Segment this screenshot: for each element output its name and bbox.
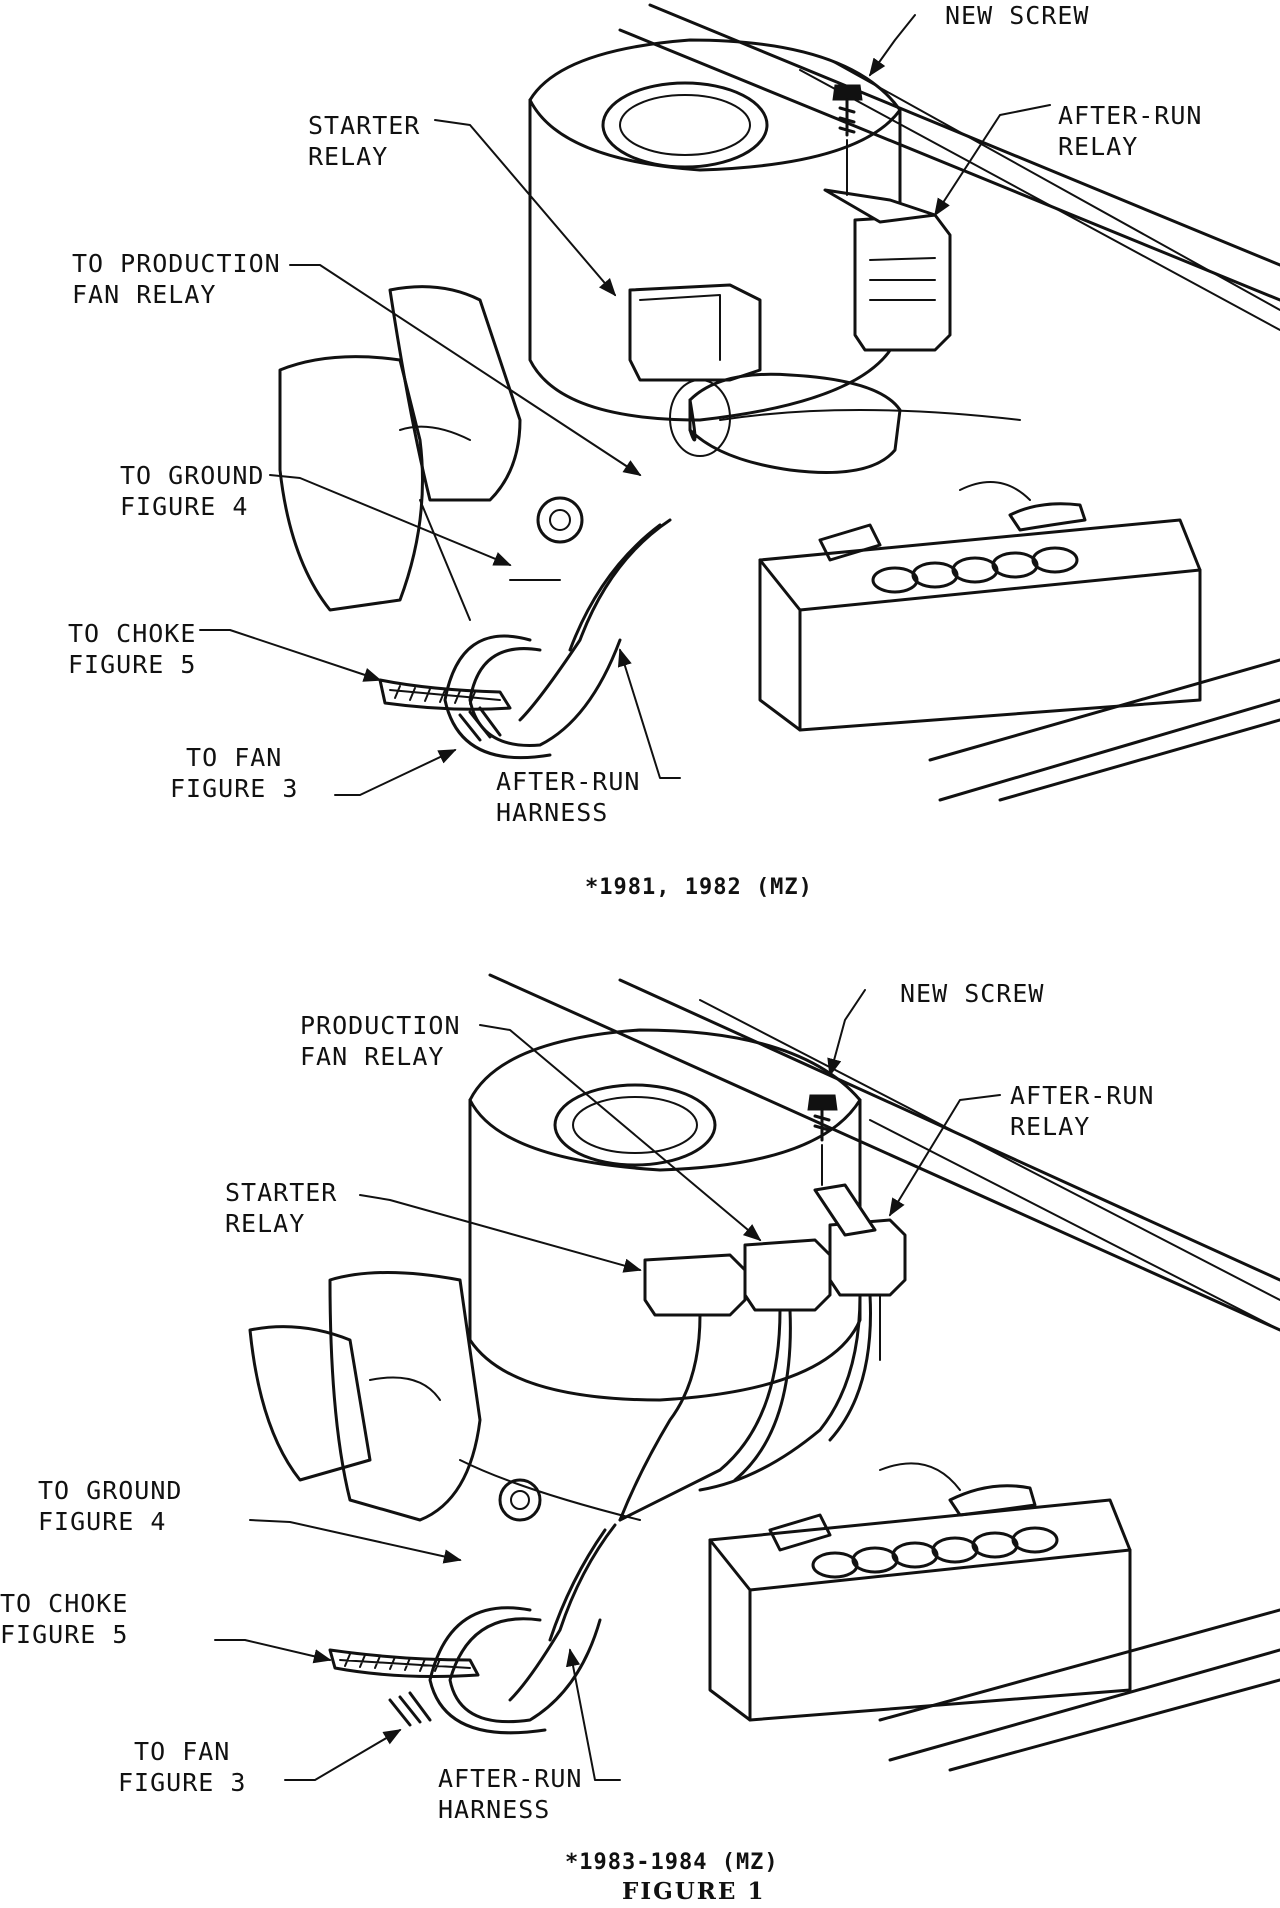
- d2-after-run-relay-label: AFTER-RUN RELAY: [1010, 1081, 1155, 1141]
- diagram-1-illustration: [278, 3, 1280, 802]
- figure-label: FIGURE 1: [622, 1878, 766, 1905]
- diagram-1-leaders: [199, 14, 1051, 796]
- d2-to-choke-label: TO CHOKE FIGURE 5: [0, 1589, 129, 1649]
- d1-new-screw-label: NEW SCREW: [945, 1, 1090, 30]
- d1-to-choke-label: TO CHOKE FIGURE 5: [68, 619, 197, 679]
- d1-to-fan-label: TO FAN FIGURE 3: [170, 743, 299, 803]
- d2-to-ground-label: TO GROUND FIGURE 4: [38, 1476, 183, 1536]
- d2-to-fan-label: TO FAN FIGURE 3: [118, 1737, 247, 1797]
- d1-starter-relay-label: STARTER RELAY: [308, 111, 421, 171]
- d2-starter-relay-label: STARTER RELAY: [225, 1178, 338, 1238]
- d1-after-run-relay-label: AFTER-RUN RELAY: [1058, 101, 1203, 161]
- d2-after-run-harness-label: AFTER-RUN HARNESS: [438, 1764, 583, 1824]
- d2-new-screw-label: NEW SCREW: [900, 979, 1045, 1008]
- d1-to-production-fan-relay-label: TO PRODUCTION FAN RELAY: [72, 249, 281, 309]
- d1-after-run-harness-label: AFTER-RUN HARNESS: [496, 767, 641, 827]
- d1-caption: *1981, 1982 (MZ): [585, 875, 813, 900]
- d2-production-fan-relay-label: PRODUCTION FAN RELAY: [300, 1011, 461, 1071]
- d1-to-ground-label: TO GROUND FIGURE 4: [120, 461, 265, 521]
- d2-caption: *1983-1984 (MZ): [565, 1850, 779, 1875]
- diagram-2-illustration: [248, 973, 1280, 1772]
- diagram-2-leaders: [214, 989, 1001, 1781]
